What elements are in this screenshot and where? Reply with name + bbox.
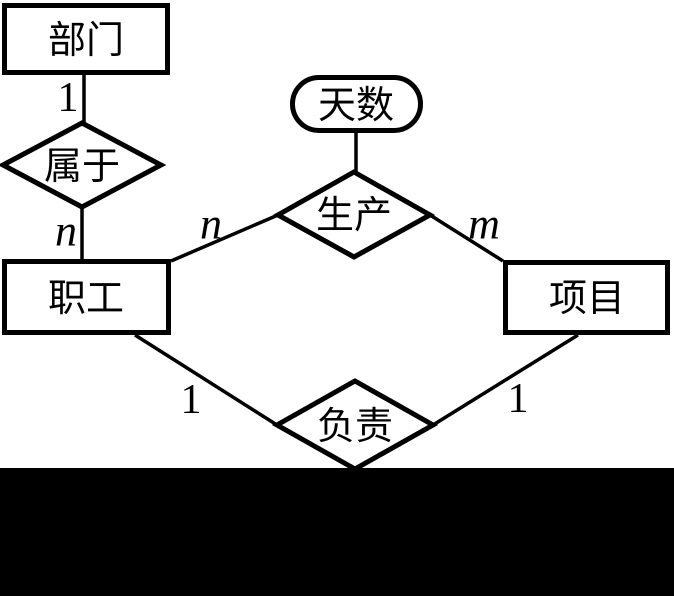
edge-project-responsible bbox=[432, 333, 579, 427]
cardinality-produces-project: m bbox=[468, 200, 500, 249]
relationship-produces-diamond bbox=[272, 169, 436, 260]
relationship-responsible-label: 负责 bbox=[317, 406, 393, 448]
entity-employee-box bbox=[2, 259, 171, 335]
edge-employee-produces bbox=[170, 213, 279, 263]
cardinality-employee-produces: n bbox=[200, 200, 222, 249]
entity-department-box bbox=[2, 3, 170, 75]
entity-department-label: 部门 bbox=[48, 20, 124, 62]
entity-project-label: 项目 bbox=[549, 278, 625, 320]
edge-employee-responsible bbox=[134, 333, 278, 427]
cardinality-employee-responsible: 1 bbox=[181, 377, 202, 423]
attribute-days-stadium bbox=[290, 75, 423, 133]
relationship-belongs-label: 属于 bbox=[44, 146, 120, 188]
entity-employee-label: 职工 bbox=[48, 278, 124, 320]
cardinality-department-belongs: 1 bbox=[58, 75, 79, 121]
entity-project-box bbox=[503, 260, 670, 335]
cardinality-belongs-employee: n bbox=[55, 207, 77, 256]
cardinality-project-responsible: 1 bbox=[508, 376, 529, 422]
relationship-produces-label: 生产 bbox=[316, 195, 392, 237]
relationship-belongs-diamond bbox=[0, 120, 167, 210]
attribute-days-label: 天数 bbox=[318, 85, 394, 127]
redaction-bar bbox=[0, 468, 674, 596]
edge-produces-project bbox=[429, 213, 504, 263]
